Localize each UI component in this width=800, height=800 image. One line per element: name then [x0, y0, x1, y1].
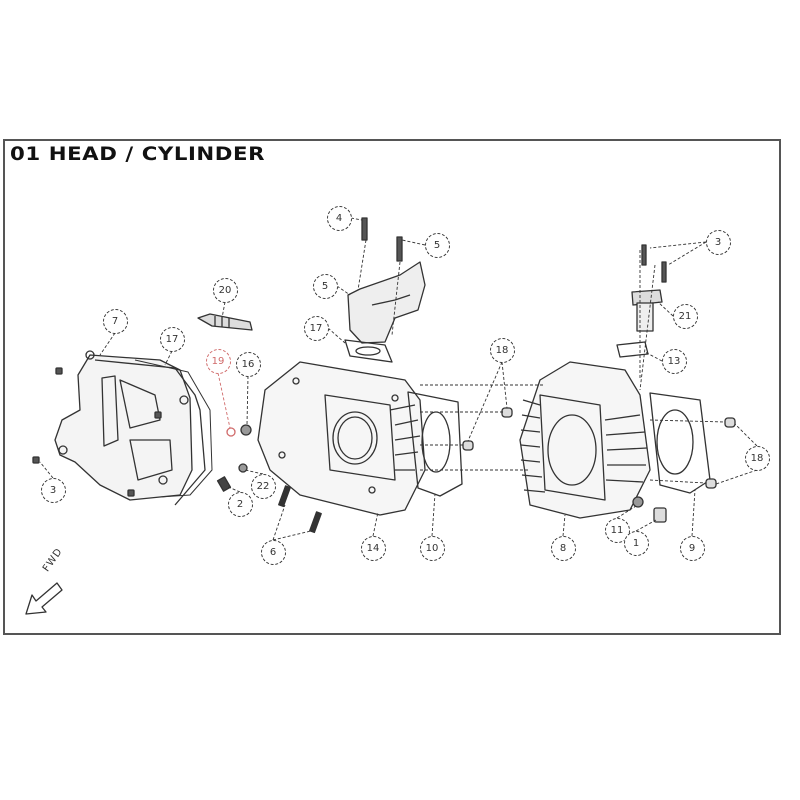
cover-gasket [134, 359, 213, 498]
part-1-bolt [653, 507, 667, 523]
page-title: 01 HEAD / CYLINDER [10, 143, 266, 165]
callout-part-10: 10 [419, 535, 445, 561]
part-11-washer [632, 496, 644, 508]
callout-part-19: 19 [205, 348, 231, 374]
cover-bolts [32, 367, 162, 497]
callout-part-5: 5 [312, 273, 338, 299]
callout-part-4: 4 [326, 205, 352, 231]
part-16-nut [240, 424, 252, 436]
callout-part-8: 8 [550, 535, 576, 561]
callout-part-21: 21 [672, 303, 698, 329]
tensioner-gasket [616, 341, 649, 358]
callout-part-5: 5 [424, 232, 450, 258]
callout-part-17: 17 [159, 326, 185, 352]
callout-part-2: 2 [227, 491, 253, 517]
callout-part-6: 6 [260, 539, 286, 565]
stud-upper [278, 485, 291, 508]
callout-part-18: 18 [744, 445, 770, 471]
leader-lines [39, 217, 758, 541]
cam-chain-tensioner [631, 244, 667, 332]
callout-part-1: 1 [623, 530, 649, 556]
part-22-washer [238, 463, 248, 473]
callout-part-13: 13 [661, 348, 687, 374]
cylinder-head-cover [54, 350, 206, 506]
callout-part-18: 18 [489, 337, 515, 363]
callout-part-9: 9 [679, 535, 705, 561]
manifold-bolt-4 [361, 217, 368, 241]
callout-part-22: 22 [250, 473, 276, 499]
callout-part-7: 7 [102, 308, 128, 334]
callout-part-16: 16 [235, 351, 261, 377]
callout-part-17: 17 [303, 315, 329, 341]
part-2-bolt [216, 476, 232, 492]
intake-manifold [347, 261, 426, 344]
manifold-gasket [344, 339, 393, 363]
callout-part-3: 3 [40, 477, 66, 503]
callout-part-14: 14 [360, 535, 386, 561]
stud-lower [309, 511, 322, 534]
forward-arrow-icon [25, 582, 63, 615]
part-19-washer [226, 427, 236, 437]
cylinder-head [257, 361, 426, 516]
manifold-bolt-5 [396, 236, 403, 262]
cylinder-block [519, 361, 651, 519]
spark-plug [197, 313, 253, 331]
callout-part-20: 20 [212, 277, 238, 303]
base-gasket [649, 392, 711, 494]
callout-part-3: 3 [705, 229, 731, 255]
